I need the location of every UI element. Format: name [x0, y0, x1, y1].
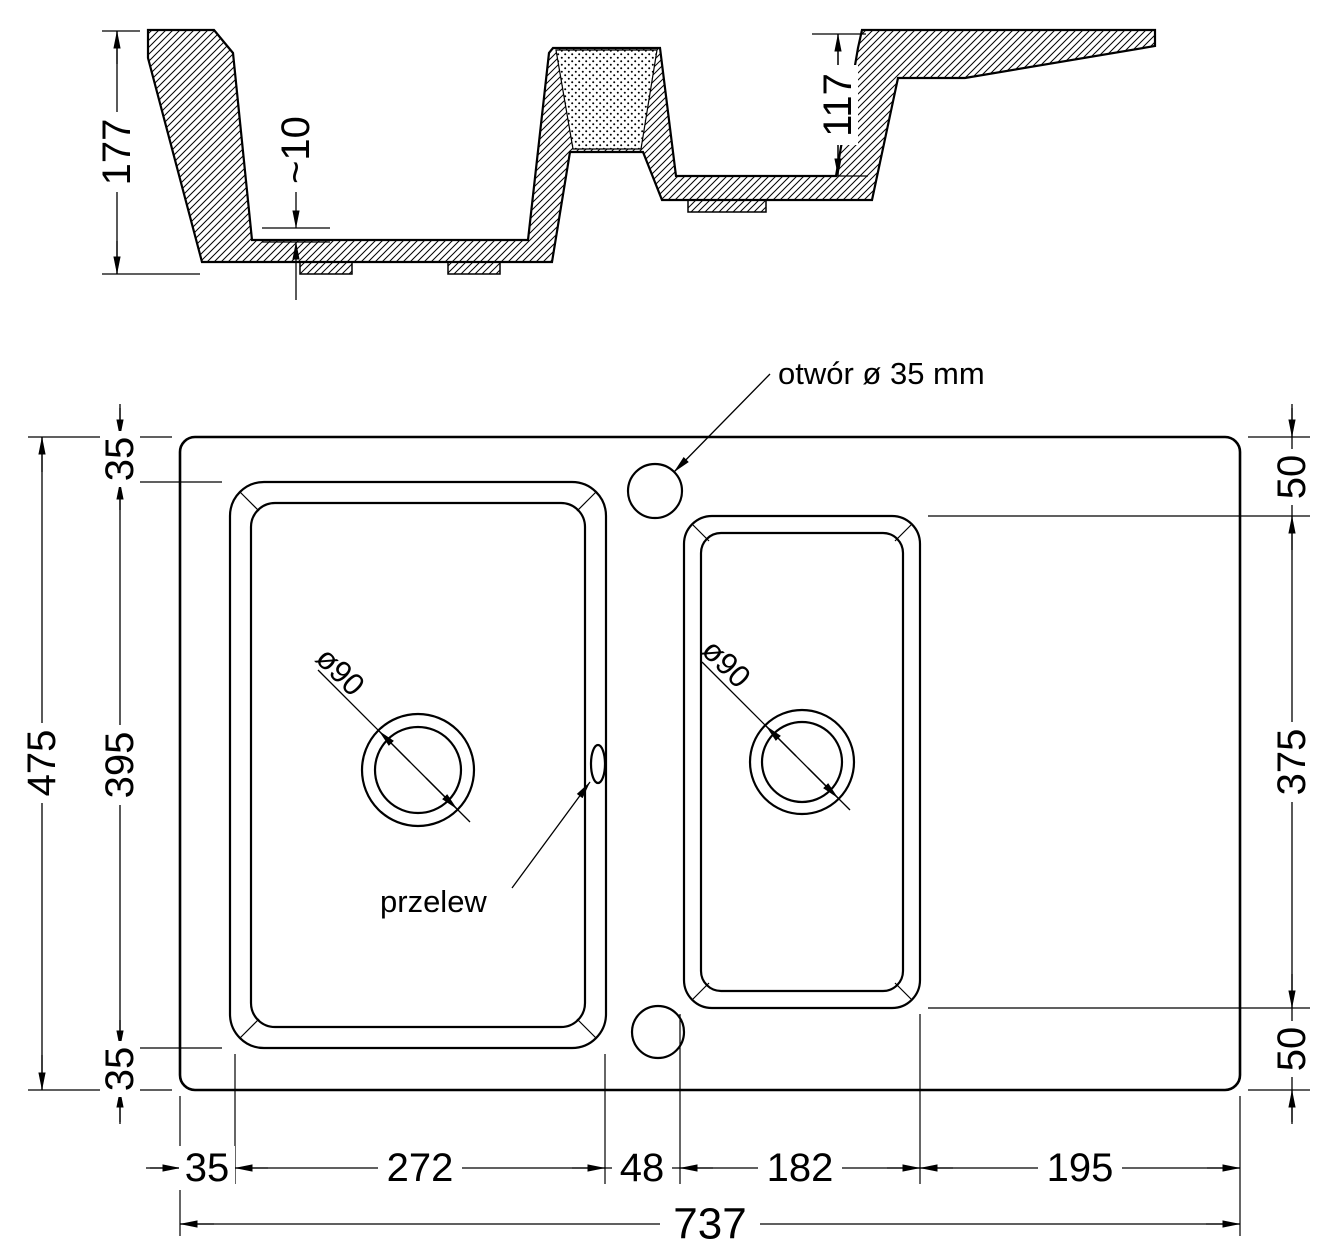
dim-label-182: 182	[767, 1146, 834, 1190]
dim-label-117: 117	[816, 73, 860, 137]
dim-label-195: 195	[1047, 1146, 1114, 1190]
dim-label-left-margin-top: 35	[98, 437, 142, 482]
plan-view: otwór ø 35 mm przelew ø90 ø90	[178, 356, 1242, 1092]
dim-label-395: 395	[98, 732, 142, 799]
cross-section-view: 177 ~10 117	[95, 28, 1157, 300]
section-pad-3	[687, 199, 767, 213]
plan-dimensions: 475 35 395 35	[20, 404, 1314, 1249]
dim-label-272: 272	[387, 1146, 454, 1190]
section-divider-dots	[555, 49, 658, 150]
hole-bottom	[630, 1004, 686, 1060]
dim-label-bottom-margin-left: 35	[185, 1146, 230, 1190]
dim-label-177: 177	[95, 119, 139, 186]
dim-depth-main: 177	[95, 30, 200, 275]
left-drain-inner	[373, 725, 463, 815]
left-bowl	[228, 480, 608, 1050]
callout-drain-left: ø90	[309, 640, 471, 823]
dim-label-475: 475	[20, 730, 64, 797]
dim-label-10: ~10	[274, 116, 318, 184]
dim-label-right-margin-top: 50	[1270, 455, 1314, 500]
section-pad-2	[447, 261, 501, 275]
dim-bottom-step: ~10	[262, 108, 330, 300]
right-drain-outer	[748, 708, 856, 816]
section-body	[146, 28, 1157, 264]
faucet-hole-top	[626, 462, 684, 520]
overflow-label: przelew	[380, 884, 487, 919]
annotation-faucet-hole: otwór ø 35 mm	[673, 356, 985, 473]
overflow-slot	[589, 743, 607, 785]
faucet-hole-label: otwór ø 35 mm	[778, 356, 985, 391]
drain-left-label: ø90	[309, 640, 372, 703]
dim-total-width: 737	[179, 1200, 1241, 1249]
dim-label-48: 48	[620, 1146, 665, 1190]
right-drain-inner	[760, 720, 844, 804]
dim-depth-small: 117	[810, 33, 868, 177]
sink-outline	[178, 435, 1242, 1092]
dim-label-375: 375	[1270, 729, 1314, 796]
drain-right-label: ø90	[695, 632, 758, 695]
annotation-overflow: przelew	[380, 781, 591, 919]
section-pad-1	[299, 261, 353, 275]
dim-bottom-chain: 35 272 48 182 195	[146, 1146, 1241, 1190]
dim-label-737: 737	[673, 1200, 746, 1249]
dim-right-chain: 50 375 50	[1270, 404, 1314, 1124]
left-drain-outer	[360, 712, 476, 828]
dim-left-chain: 35 395 35	[98, 404, 142, 1124]
callout-drain-right: ø90	[695, 632, 851, 811]
dim-total-height: 475	[20, 436, 64, 1091]
right-bowl	[682, 514, 922, 1010]
dim-label-right-margin-bottom: 50	[1270, 1027, 1314, 1072]
dim-label-left-margin-bottom: 35	[98, 1047, 142, 1092]
